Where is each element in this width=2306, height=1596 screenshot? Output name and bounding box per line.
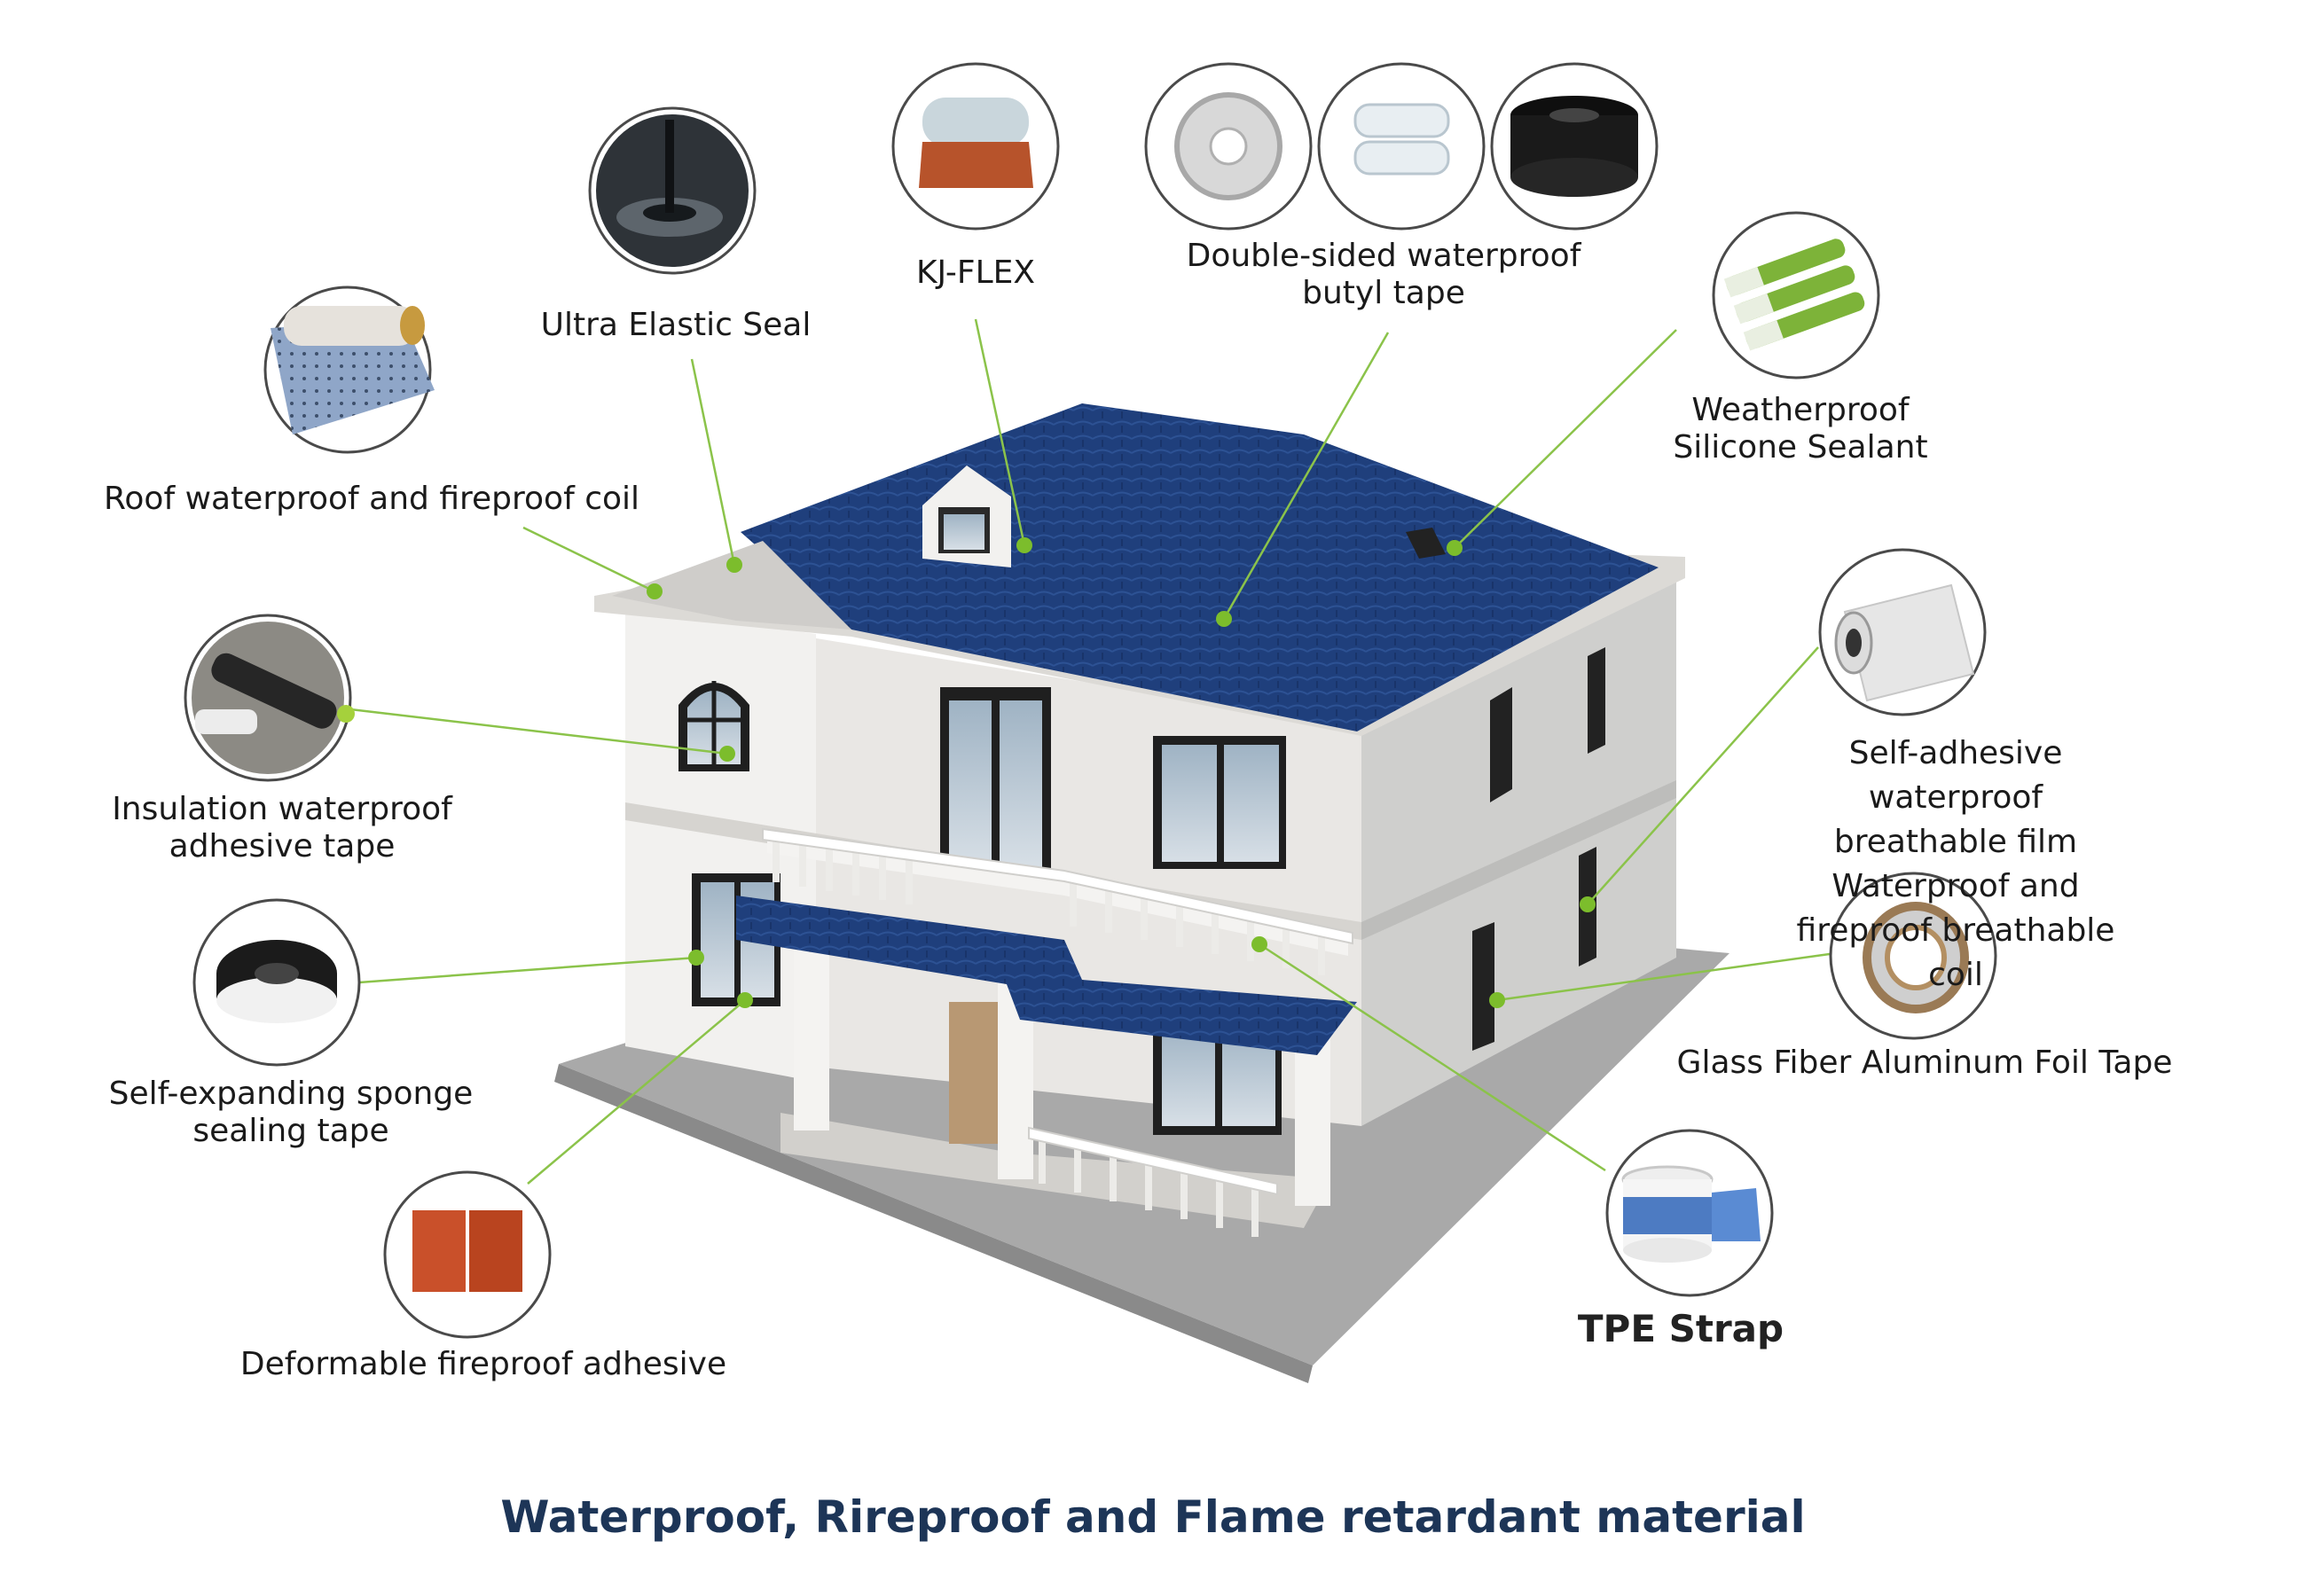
side-window-lower-1 [1472,922,1494,1051]
roof-flat-ledge [612,541,851,630]
butyl-tape-roll-icon [1144,62,1659,231]
perforated-coil-icon [263,286,435,454]
skylight [1406,528,1446,559]
fireproof-pad-icon [383,1170,552,1339]
label-kj-flex: KJ-FLEX [915,254,1036,291]
callout-lines [349,318,1837,1185]
sealant-tube-icon [1712,211,1880,379]
tpe-strap-roll-icon [1605,1129,1774,1297]
floor-band-side [1361,780,1676,940]
label-silicone-sealant: Weatherproof Silicone Sealant [1673,392,1928,466]
label-roof-coil: Roof waterproof and fireproof coil [104,481,640,517]
callout-dots [647,537,1596,1008]
porch-column [794,940,829,1130]
label-breathable-film: Self-adhesive waterproof breathable film… [1796,735,2115,993]
ground-slab-edge [554,1064,1313,1383]
side-window-upper-2 [1588,647,1605,754]
label-foil-tape: Glass Fiber Aluminum Foil Tape [1676,1044,2173,1081]
label-insulation-tape: Insulation waterproof adhesive tape [112,791,452,864]
sealant-pour-icon [588,106,757,275]
porch-balustrade [1039,1135,1259,1237]
foil-tape-roll-icon [1829,872,1997,1040]
label-fireproof-adhesive: Deformable fireproof adhesive [239,1346,727,1382]
page-title: Waterproof, Rireproof and Flame retardan… [500,1491,1806,1543]
label-sponge-tape: Self-expanding sponge sealing tape [108,1076,474,1149]
porch-roof [736,896,1357,1055]
porch-floor [780,1113,1330,1228]
balcony-rail [762,827,1353,945]
label-tpe-strap: TPE Strap [1577,1307,1784,1350]
balcony-balustrade [773,838,1325,975]
pipe-wrap-icon [184,614,355,782]
label-butyl-tape: Double-sided waterproof butyl tape [1186,238,1581,311]
side-window-upper-1 [1490,687,1512,802]
membrane-roll-icon [891,62,1060,231]
label-ultra-elastic-seal: Ultra Elastic Seal [540,307,812,343]
breathable-film-roll-icon [1818,548,1987,716]
sponge-tape-roll-icon [192,898,361,1067]
